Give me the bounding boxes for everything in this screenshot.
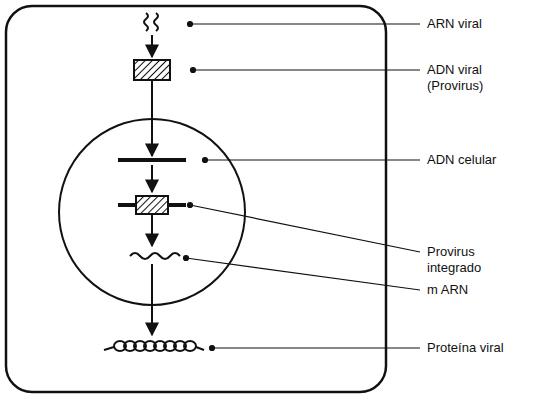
- viral-rna-symbol: [154, 13, 158, 31]
- arrow: [151, 35, 153, 57]
- provirus-box: [134, 60, 170, 80]
- cell-dna-bar: [118, 158, 186, 162]
- viral-rna-symbol: [144, 13, 148, 31]
- mrna-symbol: [130, 253, 180, 259]
- arrow: [151, 264, 153, 335]
- leader-lines: [184, 22, 421, 351]
- callout-label: ADN celular: [426, 152, 497, 168]
- arrow: [151, 80, 153, 156]
- callout-label: Provirus integrado: [426, 244, 506, 276]
- arrow: [151, 215, 153, 246]
- provirus-box: [136, 196, 168, 214]
- callout-label: m ARN: [426, 282, 469, 298]
- callout-label: Proteína viral: [426, 340, 505, 356]
- callout-label: ADN viral (Provirus): [426, 62, 500, 94]
- protein-coil: [104, 341, 204, 351]
- callout-label: ARN viral: [426, 16, 483, 32]
- arrow: [151, 165, 153, 192]
- cell-outline: [6, 6, 386, 392]
